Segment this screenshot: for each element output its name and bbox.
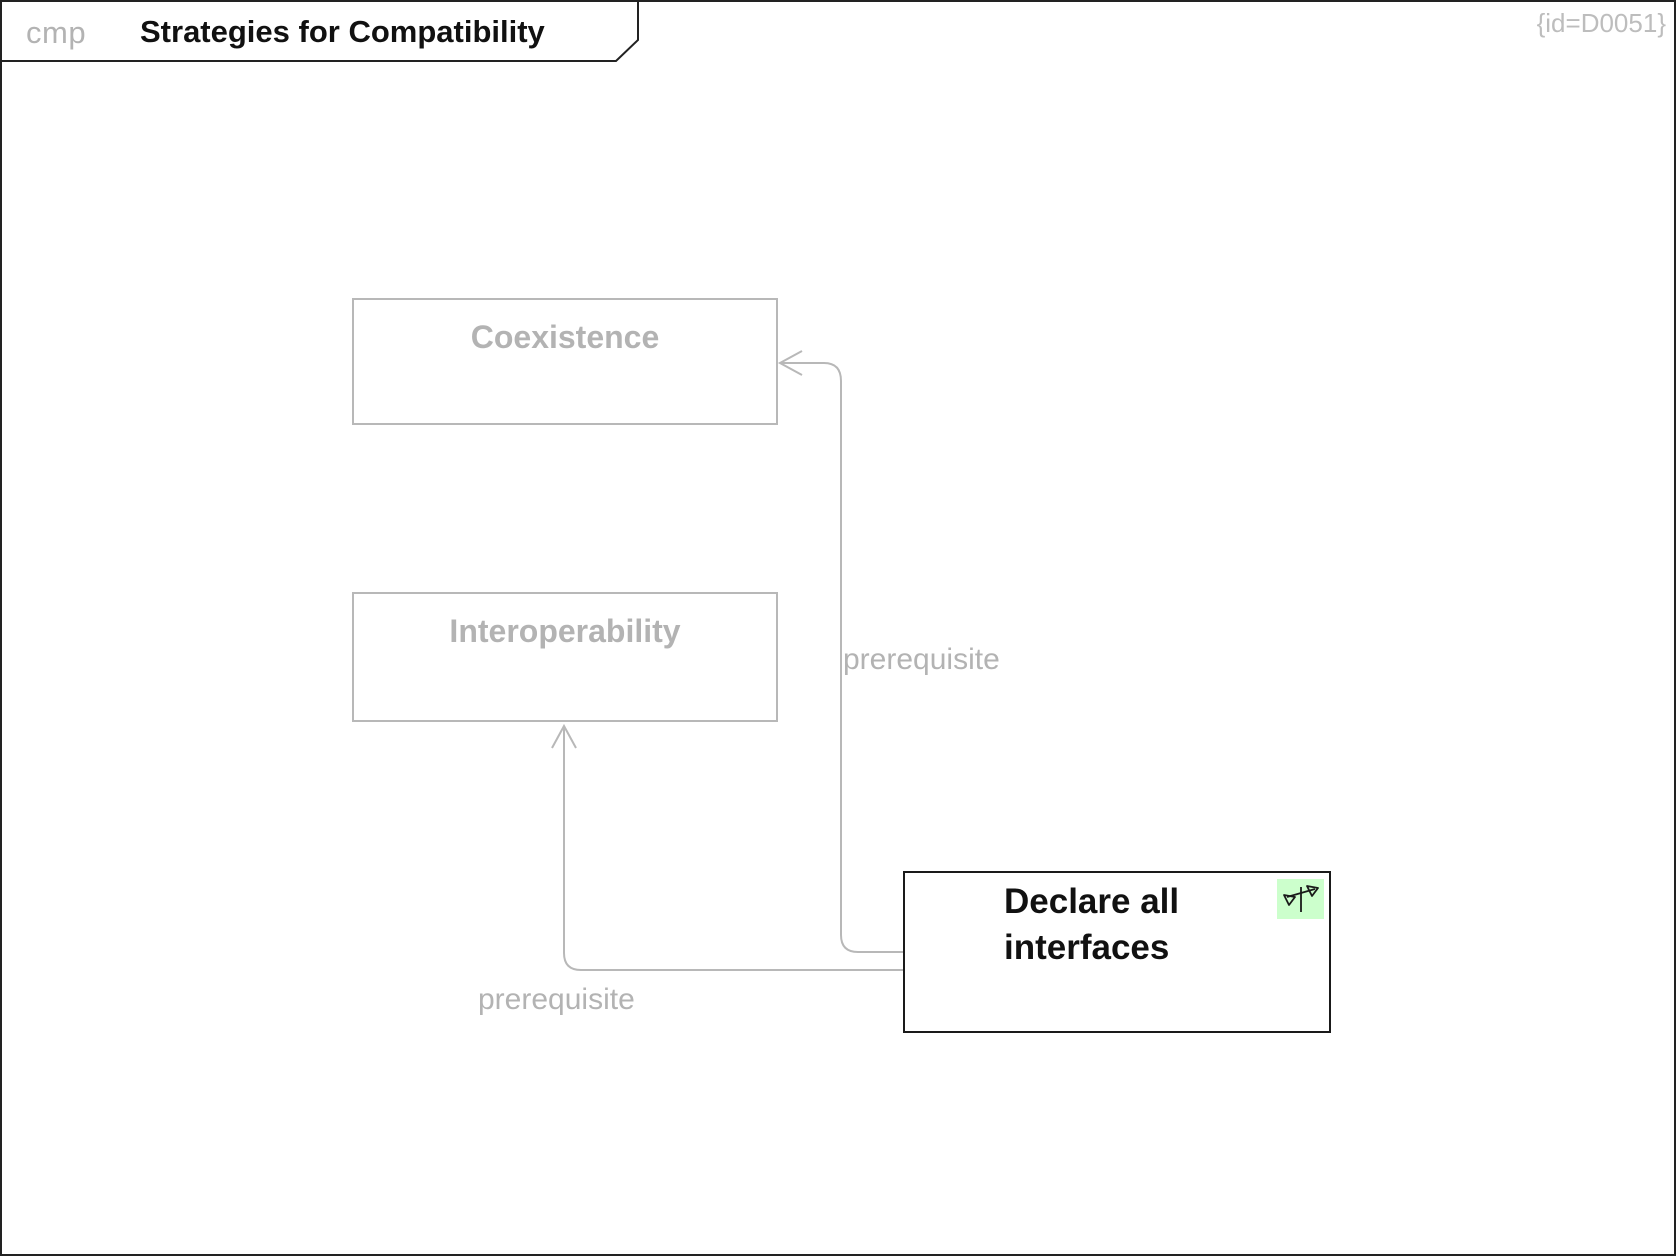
node-label: Interoperability (449, 613, 681, 649)
node-label: Coexistence (470, 319, 660, 355)
edge-declare-to-coexistence[interactable] (781, 362, 903, 953)
balance-scale-icon (1277, 879, 1324, 919)
frame-id-tag: {id=D0051} (1536, 8, 1666, 38)
frame-title: Strategies for Compatibility (140, 14, 545, 49)
edge-declare-to-interoperability[interactable] (563, 727, 903, 971)
arrowhead-open-left-icon (777, 350, 803, 376)
node-interoperability[interactable]: Interoperability (352, 592, 778, 722)
frame-type-label: cmp (26, 15, 87, 50)
node-declare-all-interfaces[interactable]: Declare all interfaces (903, 871, 1331, 1033)
edge-label-prerequisite: prerequisite (478, 983, 635, 1016)
arrowhead-open-up-icon (551, 723, 577, 749)
node-label: Declare all interfaces (1004, 882, 1180, 967)
node-coexistence[interactable]: Coexistence (352, 298, 778, 425)
frame-tab-shape (0, 0, 639, 62)
edge-label-prerequisite: prerequisite (843, 643, 1000, 676)
